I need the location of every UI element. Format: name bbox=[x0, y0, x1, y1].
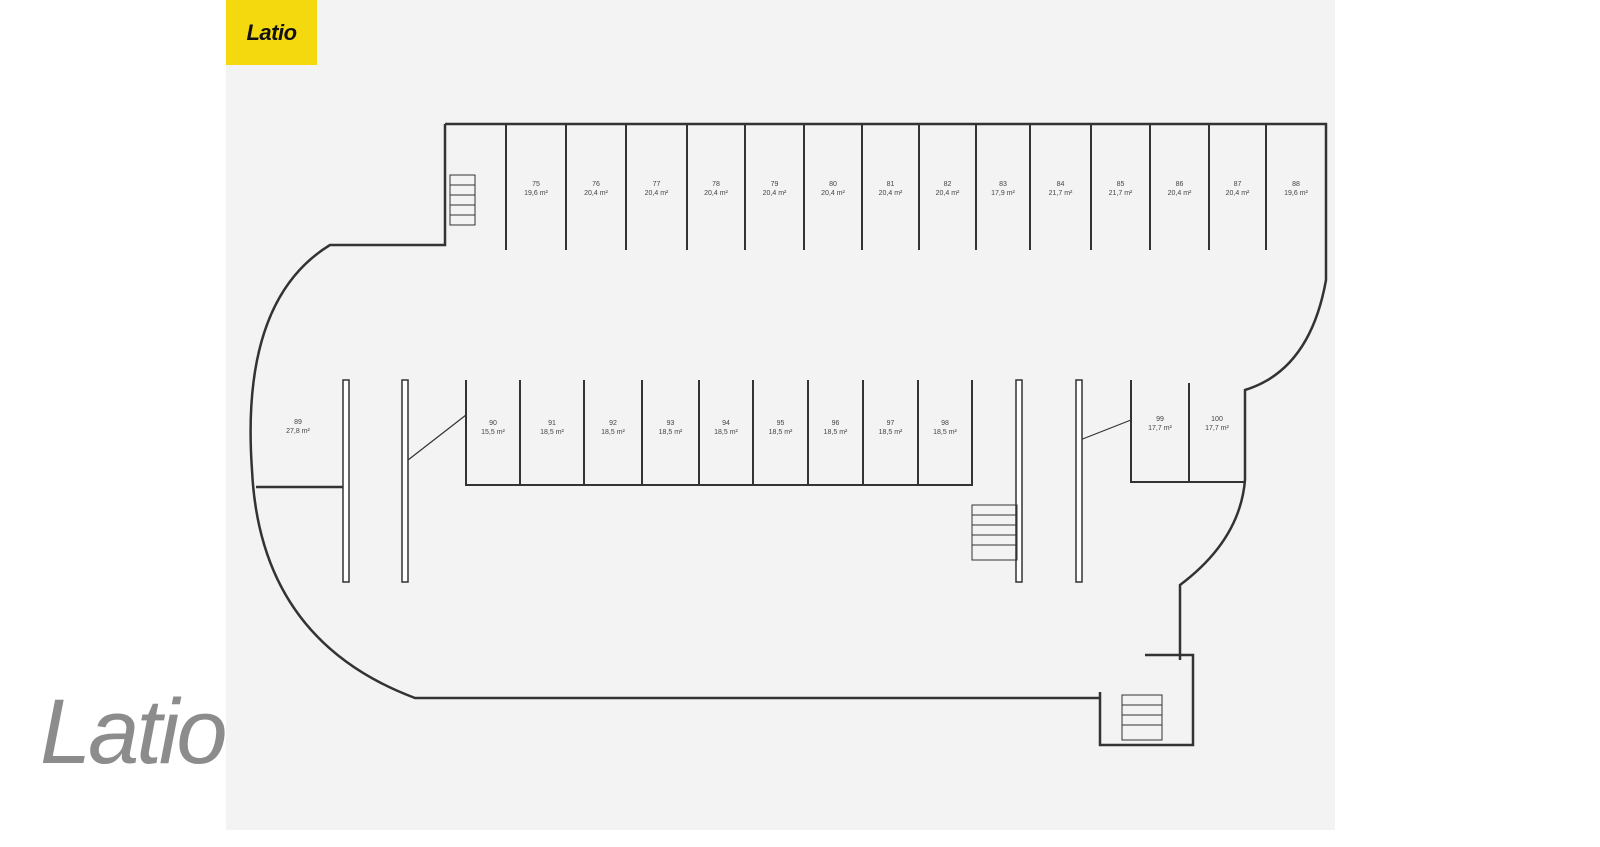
storage-unit-94[interactable]: 94 18,5 m² bbox=[714, 420, 738, 436]
unit-area: 17,7 m² bbox=[1148, 425, 1172, 432]
unit-number: 86 bbox=[1176, 181, 1184, 188]
storage-unit-97[interactable]: 97 18,5 m² bbox=[879, 420, 903, 436]
unit-area: 19,6 m² bbox=[524, 190, 548, 197]
unit-area: 21,7 m² bbox=[1049, 190, 1073, 197]
unit-number: 99 bbox=[1156, 416, 1164, 423]
storage-unit-85[interactable]: 85 21,7 m² bbox=[1109, 181, 1133, 197]
unit-number: 97 bbox=[887, 420, 895, 427]
unit-area: 18,5 m² bbox=[824, 429, 848, 436]
unit-area: 18,5 m² bbox=[714, 429, 738, 436]
unit-number: 87 bbox=[1234, 181, 1242, 188]
wall-segment bbox=[401, 379, 409, 583]
unit-area: 18,5 m² bbox=[601, 429, 625, 436]
unit-number: 84 bbox=[1057, 181, 1065, 188]
storage-unit-81[interactable]: 81 20,4 m² bbox=[879, 181, 903, 197]
storage-unit-93[interactable]: 93 18,5 m² bbox=[659, 420, 683, 436]
unit-area: 27,8 m² bbox=[286, 428, 310, 435]
storage-unit-82[interactable]: 82 20,4 m² bbox=[936, 181, 960, 197]
unit-number: 98 bbox=[941, 420, 949, 427]
unit-area: 20,4 m² bbox=[936, 190, 960, 197]
unit-number: 96 bbox=[832, 420, 840, 427]
unit-area: 18,5 m² bbox=[879, 429, 903, 436]
unit-number: 95 bbox=[777, 420, 785, 427]
unit-number: 92 bbox=[609, 420, 617, 427]
storage-unit-79[interactable]: 79 20,4 m² bbox=[763, 181, 787, 197]
storage-unit-96[interactable]: 96 18,5 m² bbox=[824, 420, 848, 436]
brand-logo: Latio bbox=[226, 0, 317, 65]
unit-number: 85 bbox=[1117, 181, 1125, 188]
storage-unit-95[interactable]: 95 18,5 m² bbox=[769, 420, 793, 436]
unit-area: 20,4 m² bbox=[1168, 190, 1192, 197]
unit-number: 94 bbox=[722, 420, 730, 427]
unit-number: 100 bbox=[1211, 416, 1223, 423]
unit-number: 80 bbox=[829, 181, 837, 188]
storage-unit-92[interactable]: 92 18,5 m² bbox=[601, 420, 625, 436]
unit-area: 17,7 m² bbox=[1205, 425, 1229, 432]
unit-area: 20,4 m² bbox=[704, 190, 728, 197]
unit-area: 19,6 m² bbox=[1284, 190, 1308, 197]
wall-segment bbox=[342, 379, 350, 583]
unit-area: 17,9 m² bbox=[991, 190, 1015, 197]
storage-unit-99[interactable]: 99 17,7 m² bbox=[1148, 416, 1172, 432]
storage-unit-75[interactable]: 75 19,6 m² bbox=[524, 181, 548, 197]
unit-number: 76 bbox=[592, 181, 600, 188]
watermark-logo: Latio bbox=[40, 681, 227, 783]
unit-area: 18,5 m² bbox=[769, 429, 793, 436]
unit-area: 20,4 m² bbox=[879, 190, 903, 197]
unit-area: 18,5 m² bbox=[540, 429, 564, 436]
unit-number: 82 bbox=[944, 181, 952, 188]
unit-number: 79 bbox=[771, 181, 779, 188]
unit-area: 21,7 m² bbox=[1109, 190, 1133, 197]
logo-text: Latio bbox=[246, 19, 297, 45]
storage-unit-90[interactable]: 90 15,5 m² bbox=[481, 420, 505, 436]
wall-segment bbox=[1015, 379, 1023, 583]
unit-area: 18,5 m² bbox=[659, 429, 683, 436]
storage-unit-78[interactable]: 78 20,4 m² bbox=[704, 181, 728, 197]
storage-unit-87[interactable]: 87 20,4 m² bbox=[1226, 181, 1250, 197]
storage-unit-77[interactable]: 77 20,4 m² bbox=[645, 181, 669, 197]
unit-area: 18,5 m² bbox=[933, 429, 957, 436]
unit-area: 15,5 m² bbox=[481, 429, 505, 436]
storage-units: 75 19,6 m² 76 20,4 m² 77 20,4 m² 78 20,4 m² 79 20… bbox=[286, 124, 1327, 485]
pillars bbox=[342, 379, 1083, 583]
storage-unit-76[interactable]: 76 20,4 m² bbox=[584, 181, 608, 197]
unit-area: 20,4 m² bbox=[1226, 190, 1250, 197]
storage-unit-80[interactable]: 80 20,4 m² bbox=[821, 181, 845, 197]
unit-area: 20,4 m² bbox=[821, 190, 845, 197]
unit-area: 20,4 m² bbox=[645, 190, 669, 197]
storage-unit-86[interactable]: 86 20,4 m² bbox=[1168, 181, 1192, 197]
unit-number: 75 bbox=[532, 181, 540, 188]
stairs-icon bbox=[449, 174, 1163, 741]
storage-unit-91[interactable]: 91 18,5 m² bbox=[540, 420, 564, 436]
unit-area: 20,4 m² bbox=[763, 190, 787, 197]
unit-number: 90 bbox=[489, 420, 497, 427]
unit-number: 93 bbox=[667, 420, 675, 427]
unit-area: 20,4 m² bbox=[584, 190, 608, 197]
unit-number: 81 bbox=[887, 181, 895, 188]
unit-number: 89 bbox=[294, 419, 302, 426]
storage-unit-88[interactable]: 88 19,6 m² bbox=[1284, 181, 1308, 197]
storage-unit-98[interactable]: 98 18,5 m² bbox=[933, 420, 957, 436]
storage-unit-83[interactable]: 83 17,9 m² bbox=[991, 181, 1015, 197]
storage-unit-89[interactable]: 89 27,8 m² bbox=[286, 419, 310, 435]
unit-number: 91 bbox=[548, 420, 556, 427]
unit-number: 77 bbox=[653, 181, 661, 188]
unit-number: 83 bbox=[999, 181, 1007, 188]
unit-number: 78 bbox=[712, 181, 720, 188]
storage-unit-84[interactable]: 84 21,7 m² bbox=[1049, 181, 1073, 197]
storage-unit-100[interactable]: 100 17,7 m² bbox=[1205, 416, 1229, 432]
unit-number: 88 bbox=[1292, 181, 1300, 188]
outer-walls bbox=[249, 122, 1328, 747]
wall-segment bbox=[1075, 379, 1083, 583]
